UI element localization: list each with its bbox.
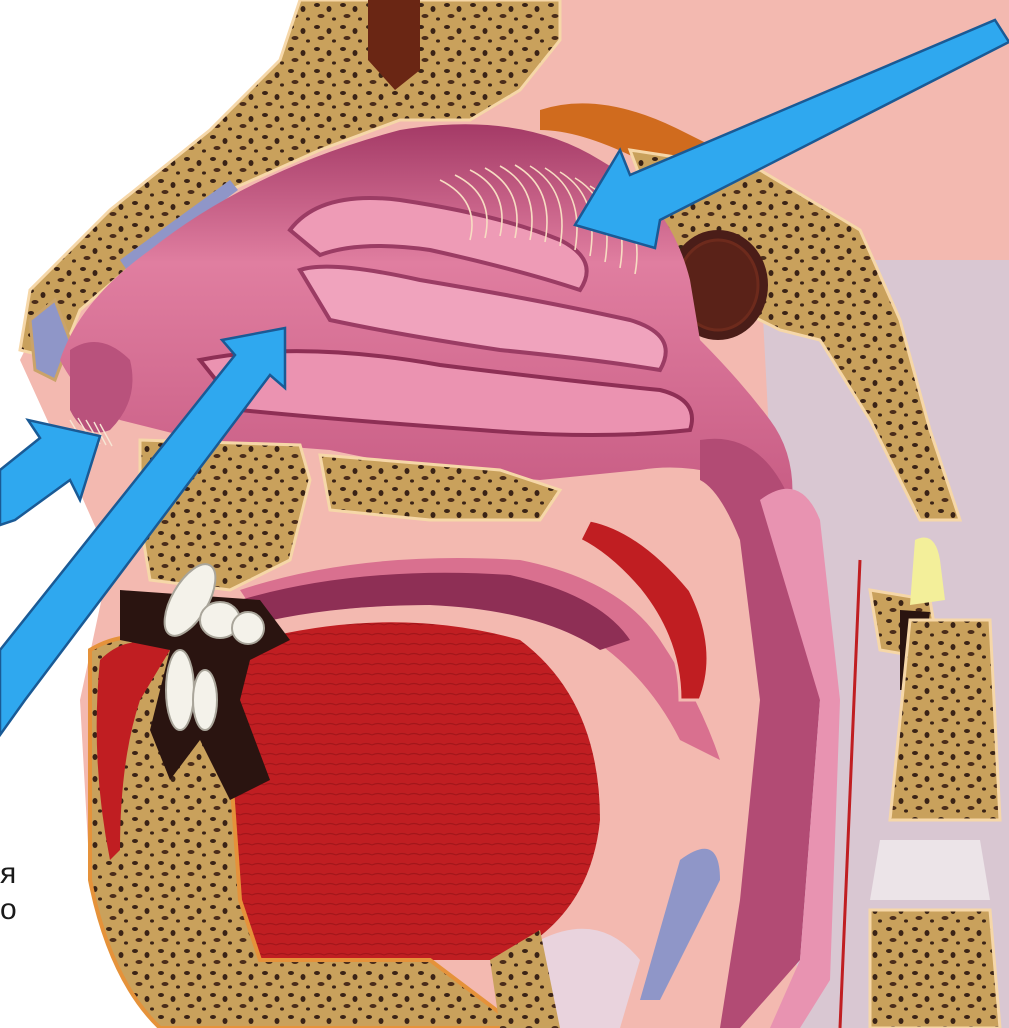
lower-incisor xyxy=(166,650,194,730)
lower-tooth xyxy=(193,670,217,730)
tongue xyxy=(208,622,600,960)
arrow-nostril-vestibule xyxy=(0,420,100,525)
clipped-label-fragment: о xyxy=(0,892,18,928)
upper-tooth xyxy=(232,612,264,644)
clipped-label-fragment: я xyxy=(0,856,18,892)
